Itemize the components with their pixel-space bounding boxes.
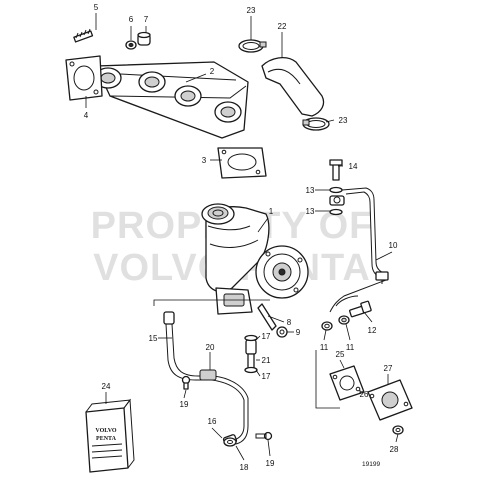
callout-20: 20 xyxy=(206,343,215,352)
hollow-screw xyxy=(349,300,372,318)
nut-part xyxy=(125,40,137,50)
callout-numbers: 5 6 7 4 2 3 23 22 23 14 13 13 1 10 15 8 … xyxy=(84,3,399,472)
callout-27: 27 xyxy=(384,364,393,373)
callout-18: 18 xyxy=(240,463,249,472)
callout-13-lower: 13 xyxy=(306,207,315,216)
leader-lines xyxy=(85,13,399,461)
banjo-fitting xyxy=(329,195,345,206)
check-valve xyxy=(244,334,258,374)
exhaust-manifold xyxy=(94,61,249,139)
callout-26: 26 xyxy=(360,390,369,399)
callout-12: 12 xyxy=(368,326,377,335)
callout-6: 6 xyxy=(129,15,134,24)
connection-flange xyxy=(329,365,365,401)
callout-11-left: 11 xyxy=(320,343,329,352)
manifold-port-4 xyxy=(214,101,242,123)
callout-22: 22 xyxy=(278,22,287,31)
callout-16: 16 xyxy=(208,417,217,426)
callout-7: 7 xyxy=(144,15,149,24)
gasket-kit-package: VOLVO PENTA xyxy=(85,398,135,473)
callout-4: 4 xyxy=(84,111,89,120)
intake-hose xyxy=(261,56,325,117)
callout-19-bottom: 19 xyxy=(266,459,275,468)
sleeve-part xyxy=(137,31,151,46)
sealing-washer-lower xyxy=(329,208,343,216)
callout-9: 9 xyxy=(296,328,301,337)
flange-gasket xyxy=(367,379,413,421)
callout-5: 5 xyxy=(94,3,99,12)
callout-10: 10 xyxy=(389,241,398,250)
callout-17-upper: 17 xyxy=(262,332,271,341)
stud-part xyxy=(73,28,94,43)
callout-13-upper: 13 xyxy=(306,186,315,195)
union-nut-bottom xyxy=(223,437,237,447)
sealing-washer-upper xyxy=(329,186,343,194)
callout-23-upper: 23 xyxy=(247,6,256,15)
hose-clamp-lower xyxy=(302,117,330,131)
callout-17-lower: 17 xyxy=(262,372,271,381)
banjo-bolt xyxy=(329,159,343,181)
callout-2: 2 xyxy=(210,67,215,76)
drain-bolt-left xyxy=(181,375,191,390)
callout-23-lower: 23 xyxy=(339,116,348,125)
callout-19-left: 19 xyxy=(180,400,189,409)
turbo-flange-gasket xyxy=(217,147,267,179)
union-fitting xyxy=(321,315,350,331)
callout-24: 24 xyxy=(102,382,111,391)
package-label-line-2: PENTA xyxy=(96,436,117,442)
callout-8: 8 xyxy=(287,318,292,327)
flange-nut xyxy=(392,425,404,435)
callout-28: 28 xyxy=(390,445,399,454)
plug-screw xyxy=(276,326,288,338)
callout-3: 3 xyxy=(202,156,207,165)
turbocharger xyxy=(201,203,309,331)
oil-return-pipe xyxy=(163,311,249,446)
callout-15: 15 xyxy=(149,334,158,343)
manifold-gasket xyxy=(65,55,103,101)
manifold-port-3 xyxy=(174,85,202,107)
oil-supply-pipe xyxy=(329,187,389,313)
drawing-number: 19199 xyxy=(362,461,380,468)
hose-clamp-upper xyxy=(238,39,267,53)
package-label-line-1: VOLVO xyxy=(95,428,117,434)
manifold-port-2 xyxy=(138,71,166,93)
callout-14: 14 xyxy=(349,162,358,171)
callout-21: 21 xyxy=(262,356,271,365)
drain-bolt-bottom xyxy=(255,431,273,441)
callout-11-right: 11 xyxy=(346,343,355,352)
callout-1: 1 xyxy=(269,207,274,216)
callout-25: 25 xyxy=(336,350,345,359)
